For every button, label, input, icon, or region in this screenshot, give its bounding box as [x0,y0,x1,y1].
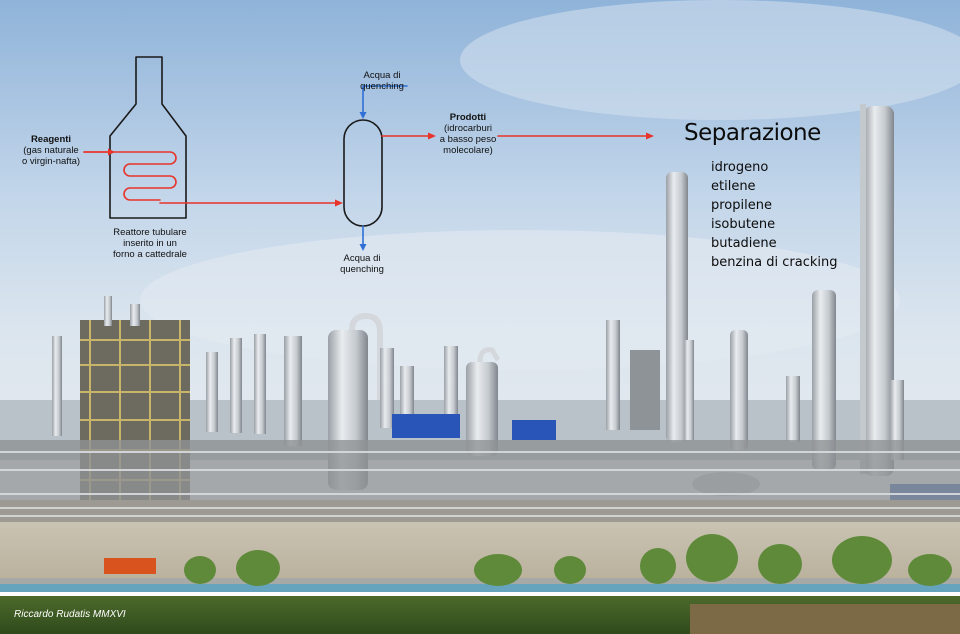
quench-in-label: Acqua di quenching [352,70,412,92]
separation-product-list: idrogeno etilene propilene isobutene but… [711,158,838,272]
process-diagram [83,56,654,251]
separation-item: isobutene [711,217,776,232]
products-title: Prodotti [449,112,487,123]
quench-out-line: quenching [340,264,384,275]
separation-title: Separazione [684,120,821,146]
reactor-label: Reattore tubulare inserito in un forno a… [100,227,200,260]
reagents-title: Reagenti [30,134,72,145]
columns-right [606,104,904,496]
products-label: Prodotti (idrocarburi a basso peso molec… [436,112,500,156]
reactor-line: forno a cattedrale [113,249,187,260]
separation-item: benzina di cracking [711,255,838,270]
reagents-line: (gas naturale [23,145,79,156]
reagents-label: Reagenti (gas naturale o virgin-nafta) [14,134,88,167]
author-credit: Riccardo Rudatis MMXVI [14,609,126,620]
reactor-coil [83,151,177,201]
products-line: molecolare) [443,145,493,156]
reagents-line: o virgin-nafta) [21,156,81,167]
reactor-line: Reattore tubulare [113,227,187,238]
quench-out-line: Acqua di [343,253,381,264]
separation-item: butadiene [711,236,777,251]
water-in-arrow [362,85,408,113]
separation-item: propilene [711,198,772,213]
quench-in-line: Acqua di [363,70,401,81]
separation-item: idrogeno [711,160,769,175]
quench-out-label: Acqua di quenching [332,253,392,275]
blue-building [392,414,460,438]
orange-truck [104,558,156,574]
reactor-line: inserito in un [123,238,177,249]
furnace-outline [109,56,187,219]
separation-item: etilene [711,179,756,194]
quench-in-line: quenching [360,81,404,92]
products-line: a basso peso [439,134,497,145]
products-line: (idrocarburi [443,123,493,134]
